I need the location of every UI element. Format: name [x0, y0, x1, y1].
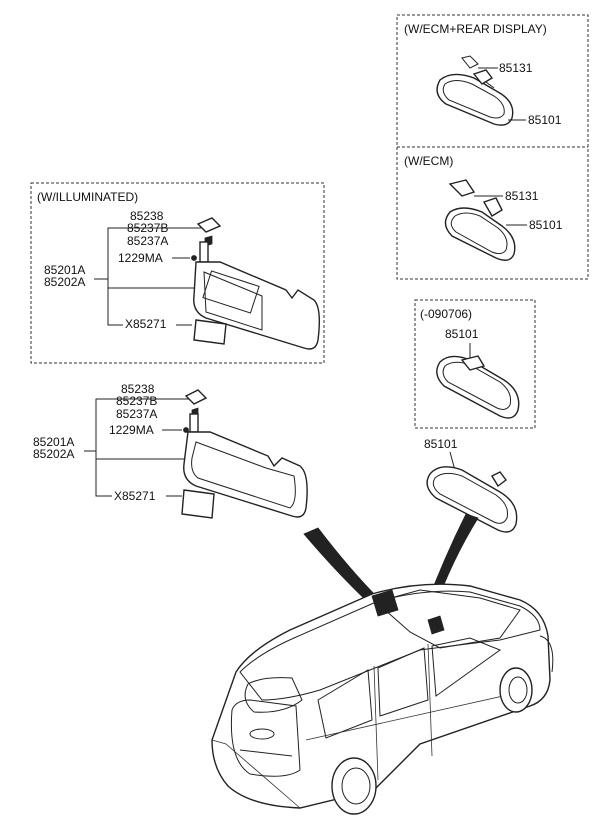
- label-85237b-main: 85237B: [116, 394, 157, 408]
- visor-card-main: [181, 489, 215, 519]
- label-85238-main: 85238: [121, 382, 155, 396]
- label-85101-early: 85101: [445, 327, 479, 341]
- label-x85271-illum: X85271: [125, 317, 167, 331]
- vehicle-illustration: [211, 583, 554, 815]
- mirror-ecm: [444, 179, 516, 261]
- label-85101-main: 85101: [424, 437, 458, 451]
- hinge-main: [183, 389, 208, 433]
- box-early: (-090706) 85101: [414, 299, 536, 429]
- label-85202a-illum: 85202A: [44, 275, 85, 289]
- label-85201a-illum: 85201A: [44, 263, 85, 277]
- visor-card-illum: [193, 319, 227, 345]
- box-title-early: (-090706): [420, 307, 472, 321]
- box-ecm-rear-display: (W/ECM+REAR DISPLAY) 85131 85101: [396, 14, 589, 280]
- label-85131-rear: 85131: [499, 61, 533, 75]
- box-title-ecm: (W/ECM): [404, 154, 453, 168]
- label-85237a-illum: 85237A: [127, 234, 168, 248]
- box-title-ecm-rear-display: (W/ECM+REAR DISPLAY): [404, 22, 547, 36]
- label-1229ma-main: 1229MA: [109, 423, 154, 437]
- main-visor: 85238 85237B 85237A 1229MA 85201A 85202A…: [33, 382, 308, 519]
- main-mirror: 85101: [424, 437, 518, 533]
- box-ecm: (W/ECM) 85131 85101: [404, 154, 563, 261]
- sun-visor-main: [183, 431, 308, 518]
- mirror-early: [436, 355, 520, 419]
- box-title-illuminated: (W/ILLUMINATED): [37, 190, 138, 204]
- label-85131-ecm: 85131: [505, 189, 539, 203]
- visor-pointer-arrow: [303, 527, 381, 607]
- box-illuminated: (W/ILLUMINATED) 85238 85237B 85237A 1229…: [30, 182, 325, 364]
- label-1229ma-illum: 1229MA: [118, 251, 163, 265]
- mirror-ecm-rear-display: [436, 55, 514, 126]
- hinge-illum: [191, 217, 222, 263]
- label-85237a-main: 85237A: [116, 407, 157, 421]
- label-85238-illum: 85238: [130, 209, 164, 223]
- label-85101-ecm: 85101: [529, 218, 563, 232]
- sun-visor-illum: [193, 261, 321, 350]
- label-85202a-main: 85202A: [33, 447, 74, 461]
- label-x85271-main: X85271: [114, 489, 156, 503]
- label-85201a-main: 85201A: [33, 435, 74, 449]
- label-85101-rear: 85101: [528, 113, 562, 127]
